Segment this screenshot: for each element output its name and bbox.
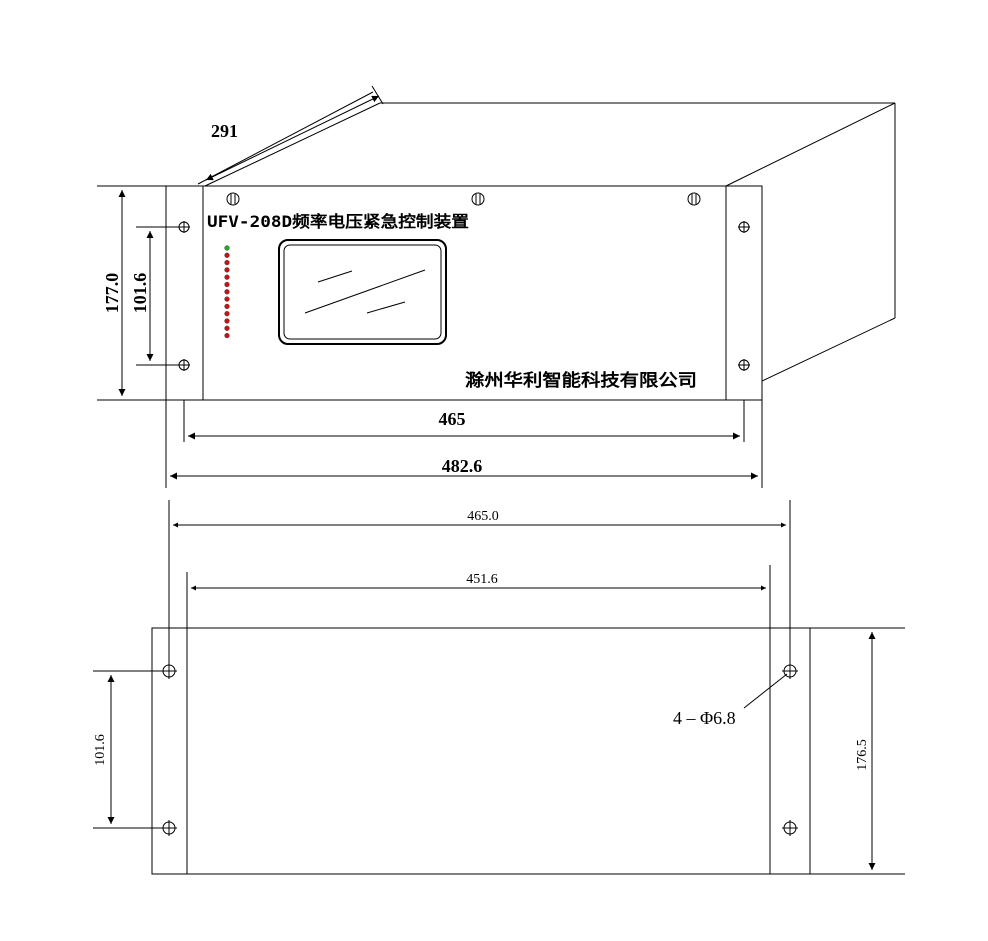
indicator-led-column [224,245,230,339]
height-outer-label: 177.0 [102,273,122,314]
led-red-icon [224,296,230,302]
led-red-icon [224,333,230,339]
screw-icon [471,192,485,206]
led-red-icon [224,252,230,258]
led-red-icon [224,260,230,266]
mounting-width-holes-label: 451.6 [466,572,498,587]
height-dimension-holes [136,226,180,366]
width-dimension-body [183,400,745,442]
height-holes-label: 101.6 [130,273,150,314]
screw-icon [687,192,701,206]
depth-label: 291 [211,121,238,141]
mounting-height-total-label: 176.5 [855,739,870,771]
led-green-icon [224,245,230,251]
front-view [97,85,896,488]
hole-leader-line [743,673,788,709]
mounting-view [93,500,905,875]
mounting-outline [151,627,811,875]
width-total-label: 482.6 [442,456,483,476]
mounting-hole-icon [782,663,798,679]
mounting-height-holes-label: 101.6 [93,734,108,766]
lcd-display [278,239,447,345]
led-red-icon [224,311,230,317]
led-red-icon [224,274,230,280]
depth-dimension [197,85,384,185]
company-name: 滁州华利智能科技有限公司 [465,370,697,391]
led-red-icon [224,281,230,288]
led-red-icon [224,289,230,295]
mounting-width-holes-dimension [186,565,771,628]
mounting-width-outer-dimension [168,500,791,663]
width-dimension-total [165,400,763,488]
hole-spec-label: 4 – Φ6.8 [673,708,736,728]
ear-hole-icon [738,359,750,371]
width-body-label: 465 [439,409,466,429]
mounting-hole-icon [161,663,177,679]
mounting-width-outer-label: 465.0 [467,509,499,524]
mounting-hole-icon [782,820,798,836]
ear-hole-icon [738,221,750,233]
device-title: UFV-208D频率电压紧急控制装置 [207,212,469,231]
led-red-icon [224,318,230,324]
led-red-icon [224,325,230,331]
mounting-hole-icon [161,820,177,836]
led-red-icon [224,267,230,273]
height-dimension-outer [97,185,203,401]
mounting-height-holes-dimension [93,670,161,829]
led-red-icon [224,303,230,310]
screw-icon [226,192,240,206]
